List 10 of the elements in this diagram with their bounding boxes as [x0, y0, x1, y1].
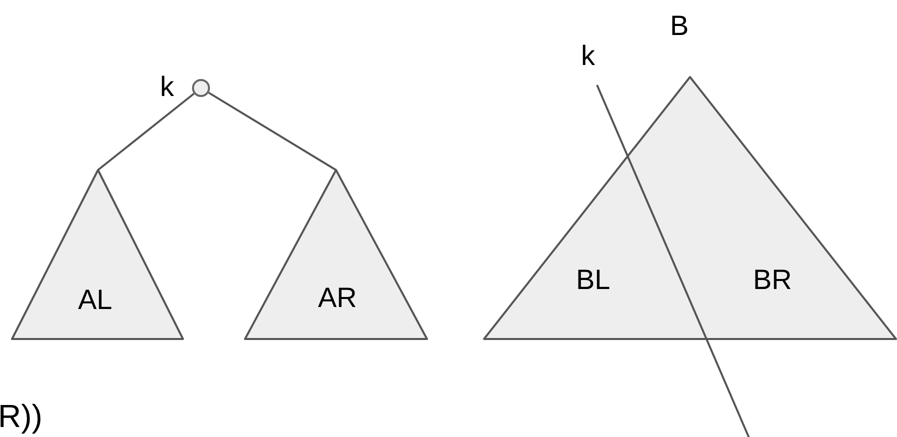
subtree-label: BR: [753, 266, 792, 294]
tree-label: B: [670, 12, 689, 40]
tree-edge: [97, 92, 195, 171]
subtree-label: AR: [318, 284, 357, 312]
tree-edge: [208, 92, 337, 171]
split-key-label: k: [581, 42, 595, 70]
key-label: k: [160, 73, 174, 101]
subtree-label: AL: [78, 286, 112, 314]
formula-text: R)): [0, 400, 42, 432]
subtree-label: BL: [576, 266, 610, 294]
